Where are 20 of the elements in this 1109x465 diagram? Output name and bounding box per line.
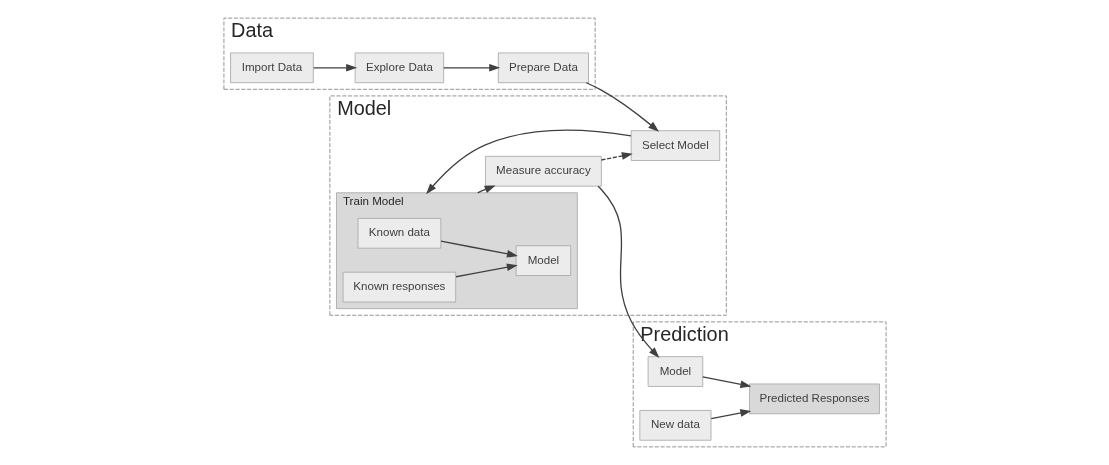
node-box: Known responses (342, 271, 456, 303)
arrow (710, 409, 751, 420)
arrow (596, 185, 659, 358)
arrow (454, 263, 518, 278)
node-box: Model (515, 245, 571, 276)
arrow (439, 240, 518, 258)
node-box: Explore Data (354, 52, 444, 84)
arrow (442, 63, 500, 72)
node-box: Predicted Responses (748, 383, 880, 415)
arrow (585, 82, 659, 132)
arrow (600, 152, 633, 161)
node-box: Select Model (630, 130, 720, 161)
node-box: Known data (357, 218, 441, 249)
node-box: Model (647, 356, 703, 387)
arrow (701, 376, 751, 389)
node-box: Measure accuracy (484, 155, 602, 187)
node-box: Prepare Data (497, 52, 589, 84)
node-box: Import Data (229, 52, 314, 84)
arrow (312, 63, 357, 72)
node-box: New data (638, 410, 711, 441)
